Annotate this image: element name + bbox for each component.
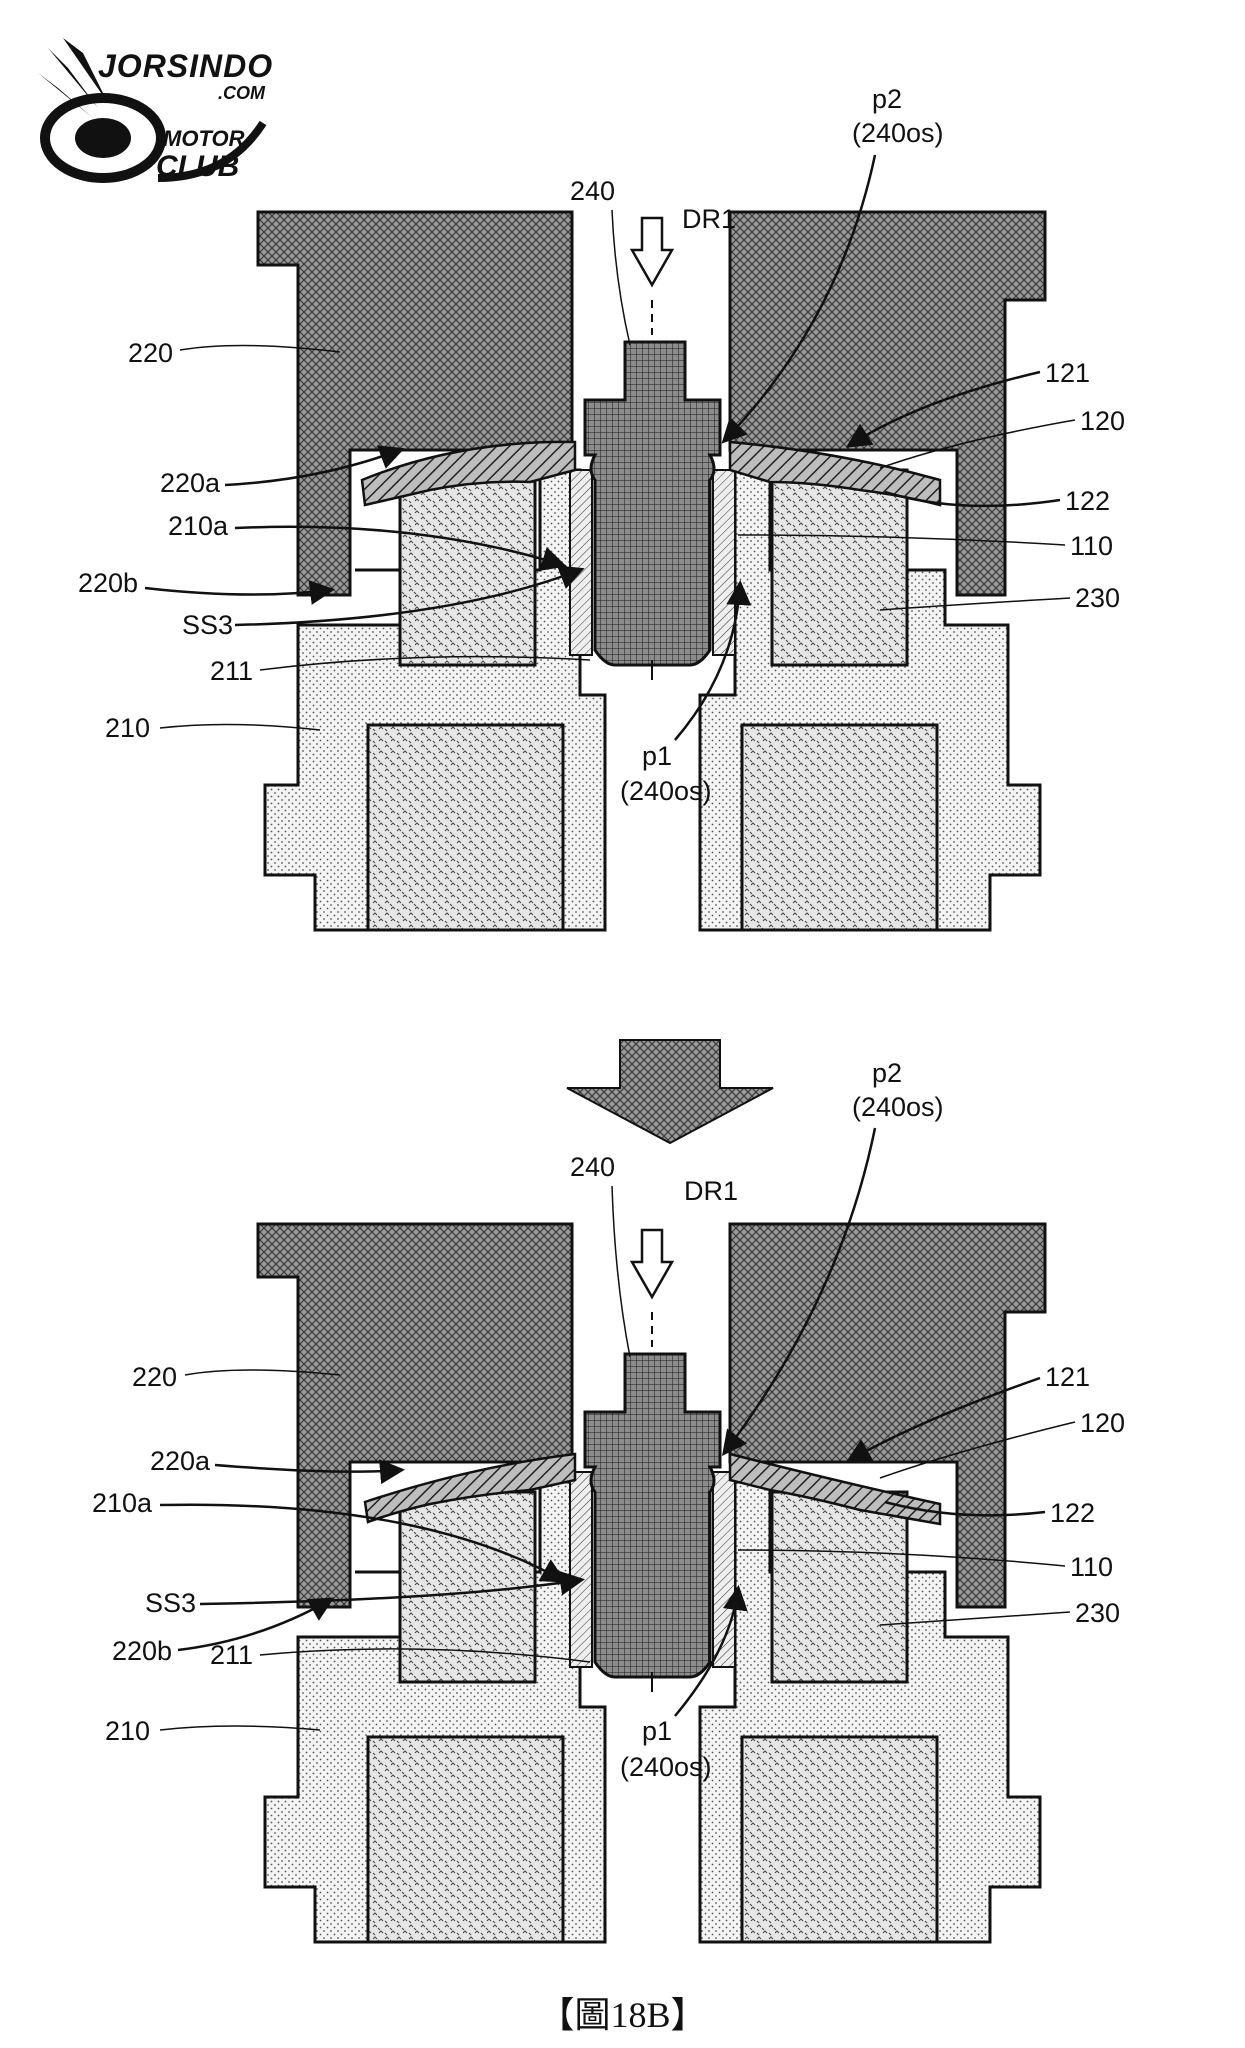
dr1-arrow-icon	[629, 1228, 675, 1300]
label-220: 220	[132, 1362, 177, 1392]
label-120: 120	[1080, 1408, 1125, 1438]
label-122: 122	[1050, 1498, 1095, 1528]
label-dr1: DR1	[682, 204, 736, 234]
label-240: 240	[570, 176, 615, 206]
label-220: 220	[128, 338, 173, 368]
label-121: 121	[1045, 1362, 1090, 1392]
label-p2: p2	[872, 1058, 902, 1088]
label-110: 110	[1070, 1552, 1113, 1582]
label-230: 230	[1075, 1598, 1120, 1628]
pin-240	[583, 340, 722, 667]
label-ss3: SS3	[145, 1588, 196, 1618]
pin-240	[583, 1352, 722, 1679]
upper-assembly	[256, 210, 1047, 932]
label-210a: 210a	[92, 1488, 153, 1518]
label-p2-os: (240os)	[852, 118, 944, 148]
transition-arrow-icon	[566, 1039, 774, 1145]
label-p1-os: (240os)	[620, 776, 712, 806]
dr1-arrow-icon	[629, 216, 675, 288]
inner-punch-230-left-bottom	[366, 1735, 565, 1944]
lower-labels: 240 DR1 p2 (240os) 220 121 120 220a 210a…	[92, 1058, 1125, 1782]
disc-120-right	[728, 1452, 942, 1526]
inner-punch-230-right-top	[770, 1490, 909, 1684]
label-211: 211	[210, 1640, 253, 1670]
inner-punch-230-right-bottom	[740, 1735, 939, 1944]
label-230: 230	[1075, 583, 1120, 613]
label-ss3: SS3	[182, 610, 233, 640]
upper-labels: 240 DR1 p2 (240os) 220 121 120 220a 122 …	[78, 84, 1125, 806]
label-122: 122	[1065, 486, 1110, 516]
logo-emblem-icon	[38, 38, 267, 183]
logo-text-jorsindo: JORSINDO	[98, 48, 274, 84]
label-210a: 210a	[168, 511, 229, 541]
label-p1-os: (240os)	[620, 1752, 712, 1782]
sleeve-110-right	[712, 469, 736, 656]
label-220b: 220b	[78, 568, 138, 598]
label-120: 120	[1080, 406, 1125, 436]
label-dr1: DR1	[684, 1176, 738, 1206]
label-210: 210	[105, 1716, 150, 1746]
inner-punch-230-left-bottom	[366, 723, 565, 932]
label-110: 110	[1070, 531, 1113, 561]
label-p1: p1	[642, 1716, 672, 1746]
logo-text-motor: MOTOR	[163, 126, 245, 151]
jorsindo-logo: JORSINDO .COM MOTOR CLUB	[28, 28, 278, 188]
label-240: 240	[570, 1152, 615, 1182]
upper-die-220-left	[256, 1222, 574, 1609]
label-p2-os: (240os)	[852, 1092, 944, 1122]
label-210: 210	[105, 713, 150, 743]
sleeve-110-right	[712, 1471, 736, 1668]
figure-caption: 【圖18B】	[538, 1995, 707, 2035]
upper-die-220-left	[256, 210, 574, 597]
inner-punch-230-left-top	[398, 468, 537, 667]
inner-punch-230-right-bottom	[740, 723, 939, 932]
label-p1: p1	[642, 741, 672, 771]
sleeve-110-left	[569, 1471, 593, 1668]
label-p2: p2	[872, 84, 902, 114]
logo-text-club: CLUB	[156, 150, 240, 183]
sleeve-110-left	[569, 469, 593, 656]
logo-text-com: .COM	[218, 83, 265, 103]
label-220b: 220b	[112, 1636, 172, 1666]
lower-assembly	[256, 1222, 1047, 1944]
label-121: 121	[1045, 358, 1090, 388]
disc-120-left	[363, 1452, 577, 1524]
label-220a: 220a	[150, 1446, 211, 1476]
label-220a: 220a	[160, 468, 221, 498]
inner-punch-230-right-top	[770, 468, 909, 667]
disc-120-left	[360, 440, 577, 507]
label-211: 211	[210, 656, 253, 686]
